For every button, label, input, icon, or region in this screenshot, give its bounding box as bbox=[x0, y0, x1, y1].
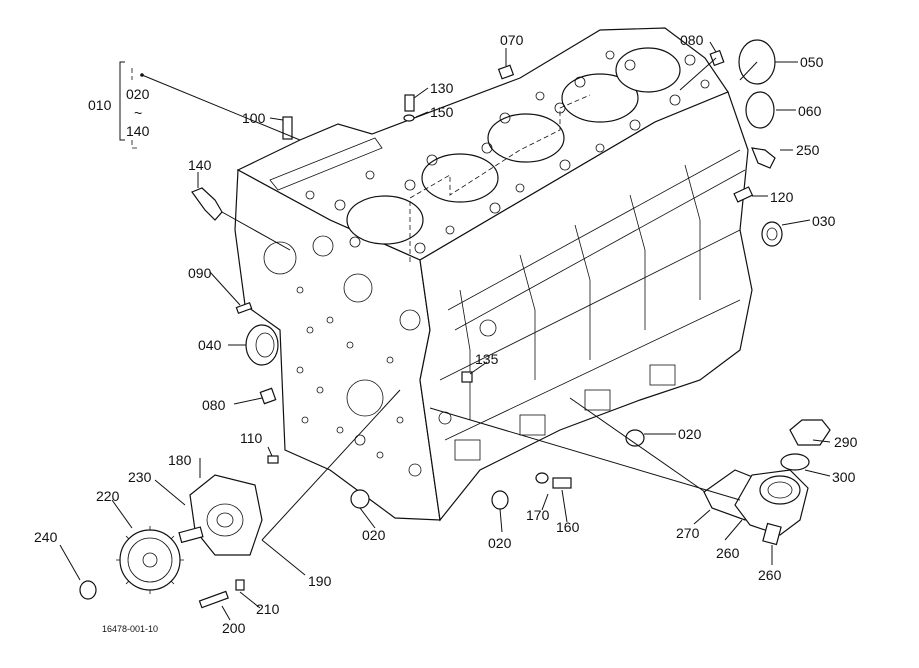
nut-240 bbox=[79, 580, 97, 600]
cylinder-bore-3 bbox=[487, 113, 565, 163]
label-010: 010 bbox=[88, 97, 112, 113]
label-140: 140 bbox=[188, 157, 212, 173]
label-210: 210 bbox=[256, 601, 280, 617]
label-120: 120 bbox=[770, 189, 794, 205]
leader-lines bbox=[59, 41, 831, 621]
label-030: 030 bbox=[812, 213, 836, 229]
seal-030 bbox=[761, 221, 783, 247]
bolt-260 bbox=[762, 522, 782, 546]
label-170: 170 bbox=[526, 507, 550, 523]
label-020-right: 020 bbox=[678, 426, 702, 442]
label-260-a: 260 bbox=[716, 545, 740, 561]
label-140-group: 140 bbox=[126, 123, 150, 139]
pin-110 bbox=[267, 455, 279, 464]
plug-080-left bbox=[259, 387, 277, 405]
label-040: 040 bbox=[198, 337, 222, 353]
group-bracket-010 bbox=[131, 68, 140, 149]
label-100: 100 bbox=[242, 110, 266, 126]
part-labels: 010 020 ~ 140 070 080 050 060 130 150 10… bbox=[34, 32, 858, 636]
plug-020-bl bbox=[350, 489, 370, 509]
label-050: 050 bbox=[800, 54, 824, 70]
cylinder-block bbox=[234, 27, 753, 522]
label-260-b: 260 bbox=[758, 567, 782, 583]
thermostat-housing bbox=[703, 419, 831, 546]
pin-090 bbox=[235, 302, 253, 314]
top-slot bbox=[269, 137, 383, 191]
washer-210 bbox=[235, 579, 245, 591]
label-180: 180 bbox=[168, 452, 192, 468]
label-tilde: ~ bbox=[134, 105, 142, 121]
plug-060 bbox=[745, 91, 775, 129]
label-240: 240 bbox=[34, 529, 58, 545]
label-220: 220 bbox=[96, 488, 120, 504]
plug-080-top bbox=[709, 49, 725, 67]
label-270: 270 bbox=[676, 525, 700, 541]
washer-170 bbox=[535, 472, 549, 484]
label-190: 190 bbox=[308, 573, 332, 589]
group-dot bbox=[140, 73, 144, 77]
label-020-group: 020 bbox=[126, 86, 150, 102]
dowel-120 bbox=[733, 186, 754, 203]
cylinder-bore-2 bbox=[421, 153, 499, 203]
pin-130 bbox=[404, 94, 415, 112]
label-020-bl: 020 bbox=[362, 527, 386, 543]
label-110: 110 bbox=[240, 430, 263, 446]
front-face-holes bbox=[263, 235, 422, 477]
stud-070 bbox=[497, 64, 515, 80]
plug-135 bbox=[461, 371, 473, 383]
label-250: 250 bbox=[796, 142, 820, 158]
label-080-left: 080 bbox=[202, 397, 226, 413]
label-230: 230 bbox=[128, 469, 152, 485]
o-ring-300 bbox=[780, 453, 810, 471]
label-290: 290 bbox=[834, 434, 858, 450]
label-135: 135 bbox=[475, 351, 499, 367]
deck-bolt-holes bbox=[305, 50, 710, 254]
cylinder-bore-4 bbox=[561, 73, 639, 123]
bushing-040 bbox=[245, 324, 279, 366]
label-070: 070 bbox=[500, 32, 524, 48]
oil-pump-assembly bbox=[79, 474, 263, 609]
label-130: 130 bbox=[430, 80, 454, 96]
shaft-230 bbox=[178, 526, 204, 544]
oil-pump-190 bbox=[189, 474, 263, 556]
crankcase-ribs bbox=[438, 149, 746, 461]
switch-250 bbox=[751, 147, 776, 169]
pin-100 bbox=[282, 116, 293, 140]
block-side-face bbox=[419, 91, 753, 522]
bolt-200 bbox=[198, 590, 229, 609]
drawing-number: 16478-001-10 bbox=[102, 624, 158, 634]
label-020-bc: 020 bbox=[488, 535, 512, 551]
label-060: 060 bbox=[798, 103, 822, 119]
label-090: 090 bbox=[188, 265, 212, 281]
o-ring-150 bbox=[403, 114, 415, 122]
sensor-140 bbox=[191, 187, 223, 221]
plug-020-bc bbox=[491, 490, 509, 510]
label-150: 150 bbox=[430, 104, 454, 120]
label-200: 200 bbox=[222, 620, 246, 636]
label-160: 160 bbox=[556, 519, 580, 535]
label-300: 300 bbox=[832, 469, 856, 485]
label-080-top: 080 bbox=[680, 32, 704, 48]
bolt-160 bbox=[552, 477, 572, 489]
plug-020-right bbox=[625, 429, 645, 447]
cylinder-bore-5 bbox=[615, 47, 681, 93]
cap-290 bbox=[789, 419, 831, 446]
cylinder-bore-1 bbox=[346, 195, 424, 245]
